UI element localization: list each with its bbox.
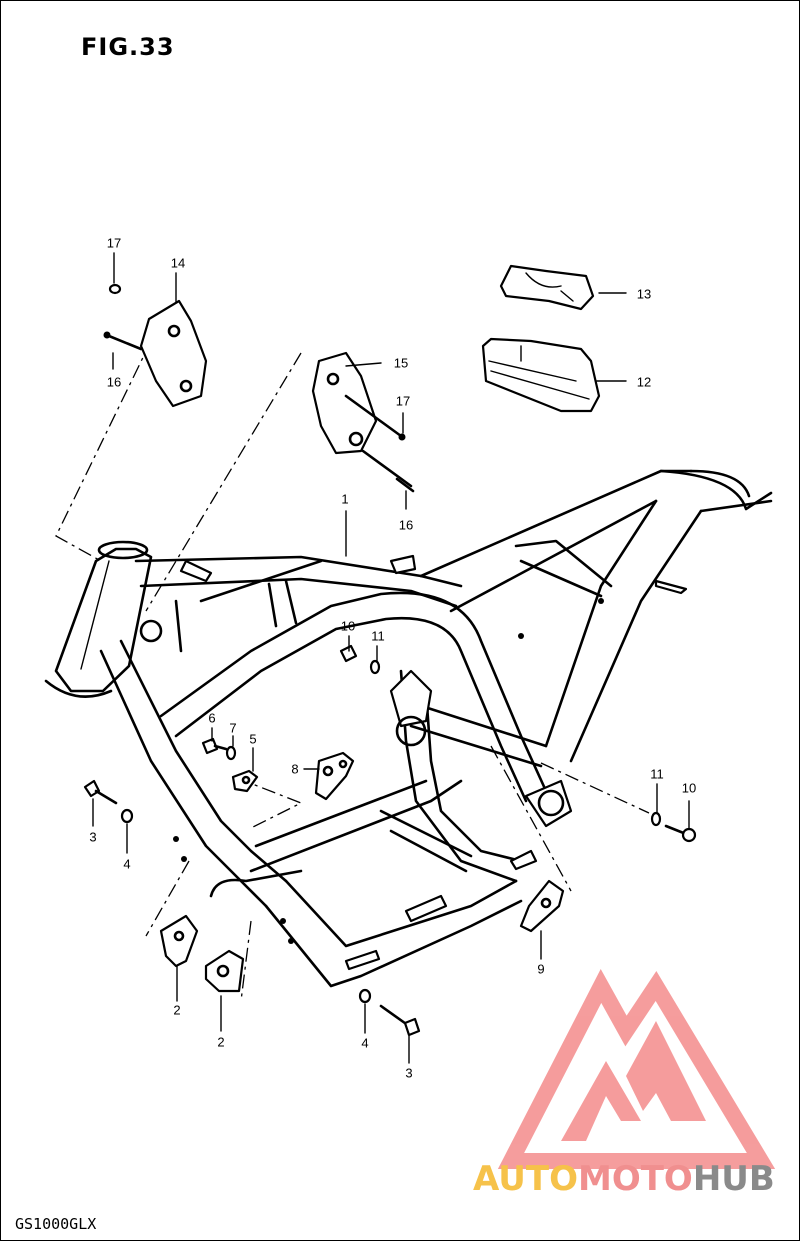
callout-17-left: 17 — [106, 235, 122, 251]
callout-12: 12 — [636, 374, 652, 390]
bolt-17-left — [108, 283, 122, 295]
callout-6: 6 — [208, 710, 216, 726]
washer-11-right — [650, 811, 662, 827]
cover-15 — [311, 351, 378, 455]
watermark-logo — [497, 969, 776, 1169]
plate-2-lower — [204, 949, 245, 993]
watermark-part-hub: HUB — [692, 1159, 775, 1199]
model-code: GS1000GLX — [15, 1215, 97, 1233]
callout-17-right: 17 — [395, 393, 411, 409]
washer-7 — [225, 745, 237, 761]
callout-10-top: 10 — [340, 618, 356, 634]
callout-3-bottom: 3 — [405, 1065, 413, 1081]
callout-4-left: 4 — [123, 856, 131, 872]
callout-11-right: 11 — [650, 766, 664, 782]
bolt-10-right — [664, 824, 697, 843]
callout-11-top: 11 — [371, 628, 385, 644]
main-frame — [99, 469, 773, 988]
callout-16-right: 16 — [398, 517, 414, 533]
washer-11-top — [369, 659, 381, 675]
figure-title: FIG.33 — [81, 33, 175, 61]
watermark-text: AUTOMOTOHUB — [473, 1159, 775, 1199]
bolt-10-top — [339, 644, 358, 663]
bolt-3-left — [83, 779, 118, 805]
callout-15: 15 — [393, 355, 409, 371]
bracket-14 — [139, 299, 208, 408]
callout-14: 14 — [170, 255, 186, 271]
bolt-6 — [201, 737, 228, 755]
watermark-part-moto: MOTO — [577, 1159, 693, 1199]
callout-4-bottom: 4 — [361, 1035, 369, 1051]
callout-16-left: 16 — [106, 374, 122, 390]
nut-4-bottom — [358, 988, 372, 1004]
callout-leaders — [92, 252, 690, 1064]
callout-2-lower: 2 — [217, 1034, 225, 1050]
plate-8 — [314, 751, 355, 801]
callout-7: 7 — [229, 720, 237, 736]
bolt-16-left — [103, 331, 143, 351]
nut-4-left — [120, 808, 134, 824]
steering-head — [44, 540, 153, 698]
watermark-part-auto: AUTO — [473, 1159, 578, 1199]
bracket-5 — [231, 769, 259, 793]
callout-8: 8 — [291, 761, 299, 777]
callout-10-right: 10 — [681, 780, 697, 796]
callout-1: 1 — [341, 491, 349, 507]
callout-2-upper: 2 — [173, 1002, 181, 1018]
callout-9: 9 — [537, 961, 545, 977]
tray-12 — [481, 337, 601, 413]
tool-bag-13 — [499, 264, 595, 311]
callout-3-left: 3 — [89, 829, 97, 845]
frame-mounts — [139, 554, 688, 971]
bolt-3-bottom — [379, 1004, 421, 1037]
plate-9 — [519, 879, 565, 933]
bolt-16-right — [361, 449, 415, 493]
callout-5: 5 — [249, 731, 257, 747]
plate-2-upper — [159, 914, 199, 968]
callout-13: 13 — [636, 286, 652, 302]
bolt-17-right — [344, 394, 406, 441]
